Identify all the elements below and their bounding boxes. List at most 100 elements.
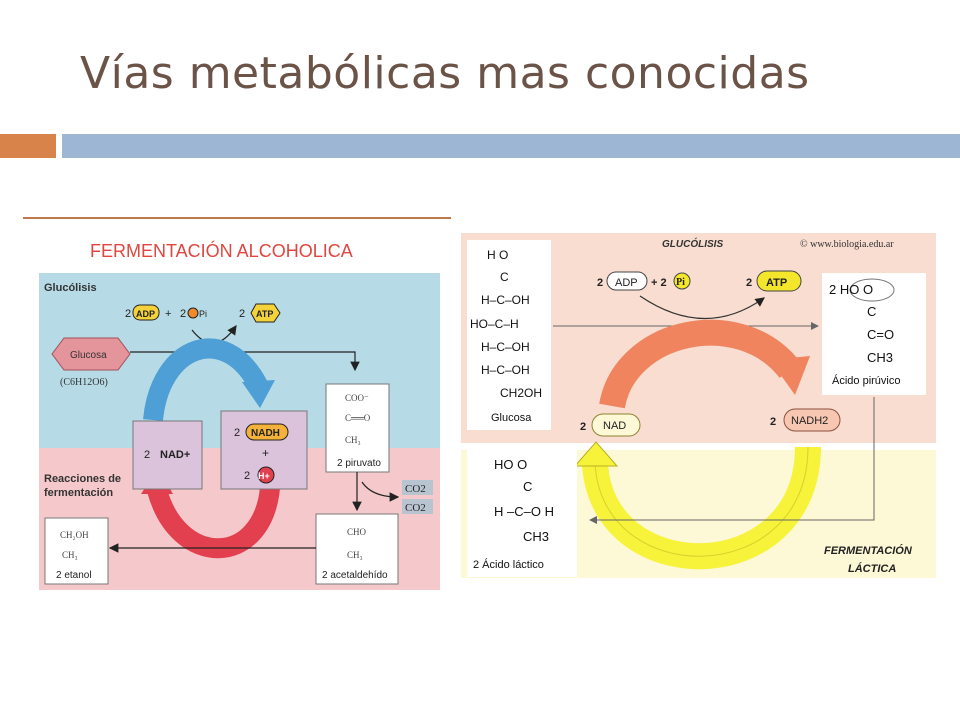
plus-sign: + [165,308,171,320]
ethanol-box [44,517,109,585]
acetaldehyde-line2: CH₃ [347,550,363,560]
glucose-row6: H–C–OH [481,363,530,377]
pi-count: + 2 [651,277,667,289]
nad-count: 2 [144,449,150,461]
proton-label: H+ [258,471,270,481]
pyruvic-row2: C [867,304,876,319]
pyruvic-row3: C=O [867,327,894,342]
adp-label: ADP [136,309,155,319]
orange-arc [599,319,801,410]
pi-label: Pi [199,309,207,319]
atp-pill [756,270,802,292]
accent-bar-orange [0,134,56,158]
lactic-ferm-label-line1: FERMENTACIÓN [824,544,913,557]
orange-arrowhead-icon [770,356,810,395]
nadh-label: NADH [251,428,280,439]
lactic-row2: C [523,479,532,494]
atp-count: 2 [239,308,245,320]
lactic-label: 2 Ácido láctico [473,558,544,571]
atp-count: 2 [746,277,752,289]
pyruvic-to-lactic-arrow [589,397,875,524]
glucose-formula: (C6H12O6) [60,377,108,388]
ethanol-line1: CH₂OH [60,530,89,540]
yellow-arrowhead-icon [573,441,619,467]
yellow-arc-outline [594,446,809,557]
nad-label: NAD+ [160,449,190,461]
glucose-row1: H O [487,248,508,262]
adp-pill [132,304,160,321]
blue-arrowhead-icon [242,380,275,408]
phosphate-circle-icon [673,272,691,290]
acetaldehyde-line1: CHO [347,527,367,537]
glucose-structure-label: Glucosa [491,412,532,424]
reactions-label-line2: fermentación [44,487,113,499]
ethanol-line2: CH₃ [62,550,78,560]
divider-rule [23,217,451,219]
glucose-row5: H–C–OH [481,340,530,354]
pi-label: Pi [676,277,685,288]
lactic-fermentation-diagram: GLUCÓLISIS © www.biologia.edu.ar H O C H… [461,233,936,578]
acetaldehyde-box [315,513,399,585]
glucose-row7: CH2OH [500,386,542,400]
pyruvic-row4: CH3 [867,350,893,365]
glucose-structure-box [467,240,551,430]
co2-label-2: CO2 [405,502,426,514]
glucose-hexagon-icon [51,337,131,371]
glucose-row2: C [500,270,509,284]
co2-release-arrow [361,481,400,502]
adp-label: ADP [615,277,638,289]
atp-label: ATP [256,309,273,319]
carboxyl-highlight [849,278,895,302]
nad-box [132,420,203,490]
glucolisis-label: GLUCÓLISIS [662,237,723,250]
reactions-label-line1: Reacciones de [44,473,121,485]
co2-box-2 [402,499,433,514]
pyruvic-label: Ácido pirúvico [832,374,900,387]
atp-synthesis-arrow [639,295,765,320]
nad-count: 2 [580,421,586,433]
co2-box-1 [402,480,433,495]
adp-count: 2 [597,277,603,289]
glucose-label: Glucosa [70,350,107,361]
ethanol-label: 2 etanol [56,570,92,581]
lactic-acid-box [467,450,577,577]
phosphate-dot-icon [187,307,199,319]
nadh2-count: 2 [770,416,776,428]
pi-count: 2 [180,308,186,320]
slide-title: Vías metabólicas mas conocidas [80,48,810,99]
nadh-plus: + [262,446,269,460]
proton-count: 2 [244,470,250,482]
co2-label-1: CO2 [405,483,426,495]
glucose-row4: HO–C–H [470,317,519,331]
lactic-row3: H –C–O H [494,504,554,519]
alcoholic-title: FERMENTACIÓN ALCOHOLICA [90,240,353,261]
pyruvate-box [325,383,390,473]
nad-label: NAD [603,420,626,432]
atp-hexagon-icon [250,303,281,323]
adp-count: 2 [125,308,131,320]
pyruvic-row1: 2 HO O [829,282,873,297]
glycolysis-section-label: Glucólisis [44,282,97,294]
blue-arc [143,338,267,422]
proton-circle-icon [257,466,275,484]
alcoholic-fermentation-diagram: FERMENTACIÓN ALCOHOLICA Glucólisis Reacc… [39,240,440,590]
acetaldehyde-label: 2 acetaldehído [322,570,388,581]
nadh-count: 2 [234,427,240,439]
lactic-ferm-label-line2: LÁCTICA [848,562,896,575]
pyruvate-line3: CH₃ [345,435,361,445]
nadh-pill [245,423,289,441]
copyright-text: © www.biologia.edu.ar [800,239,894,250]
pyruvic-acid-box [822,273,926,395]
atp-label: ATP [766,277,787,289]
pyruvate-label: 2 piruvato [337,458,381,469]
lactic-row4: CH3 [523,529,549,544]
pyruvate-line1: COO⁻ [345,393,369,403]
nadh2-pill [783,408,841,432]
nadh2-label: NADH2 [791,415,828,427]
glucose-row3: H–C–OH [481,293,530,307]
nad-pill [591,413,641,437]
adp-pill [606,271,648,291]
pyruvate-line2: C══O [345,413,371,423]
accent-bar-blue [62,134,960,158]
